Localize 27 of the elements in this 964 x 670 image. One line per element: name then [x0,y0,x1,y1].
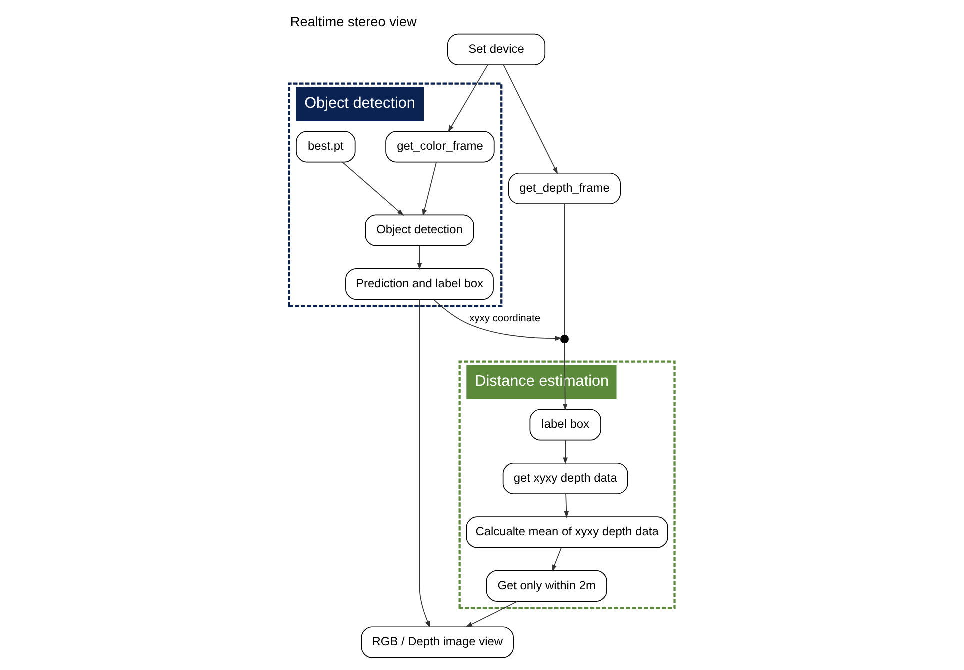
edge-label: xyxy coordinate [470,313,541,324]
diagram-title: Realtime stereo view [290,14,417,30]
node-box: get_depth_frame [508,172,622,204]
connector [564,204,566,336]
node-box: get xyxy depth data [502,462,628,494]
arrow [342,162,404,216]
arrow [434,299,562,341]
arrow [564,494,570,518]
arrow [503,64,558,174]
node-box: Get only within 2m [486,570,608,602]
node-box: label box [530,409,602,441]
arrow [552,548,562,572]
arrow [417,246,422,270]
arrow [563,342,568,411]
arrow [563,440,568,465]
node-circle [560,335,569,344]
arrow [419,299,431,628]
node-box: Set device [447,34,546,66]
node-box: get_color_frame [386,131,495,163]
arrow [466,601,518,628]
arrow [448,64,488,133]
node-box: Prediction and label box [346,268,494,300]
node-box: best.pt [296,131,356,163]
arrow [422,162,437,216]
node-box: Object detection [365,214,474,246]
node-box: RGB / Depth image view [361,626,514,658]
node-box: Calcualte mean of xyxy depth data [466,516,668,548]
